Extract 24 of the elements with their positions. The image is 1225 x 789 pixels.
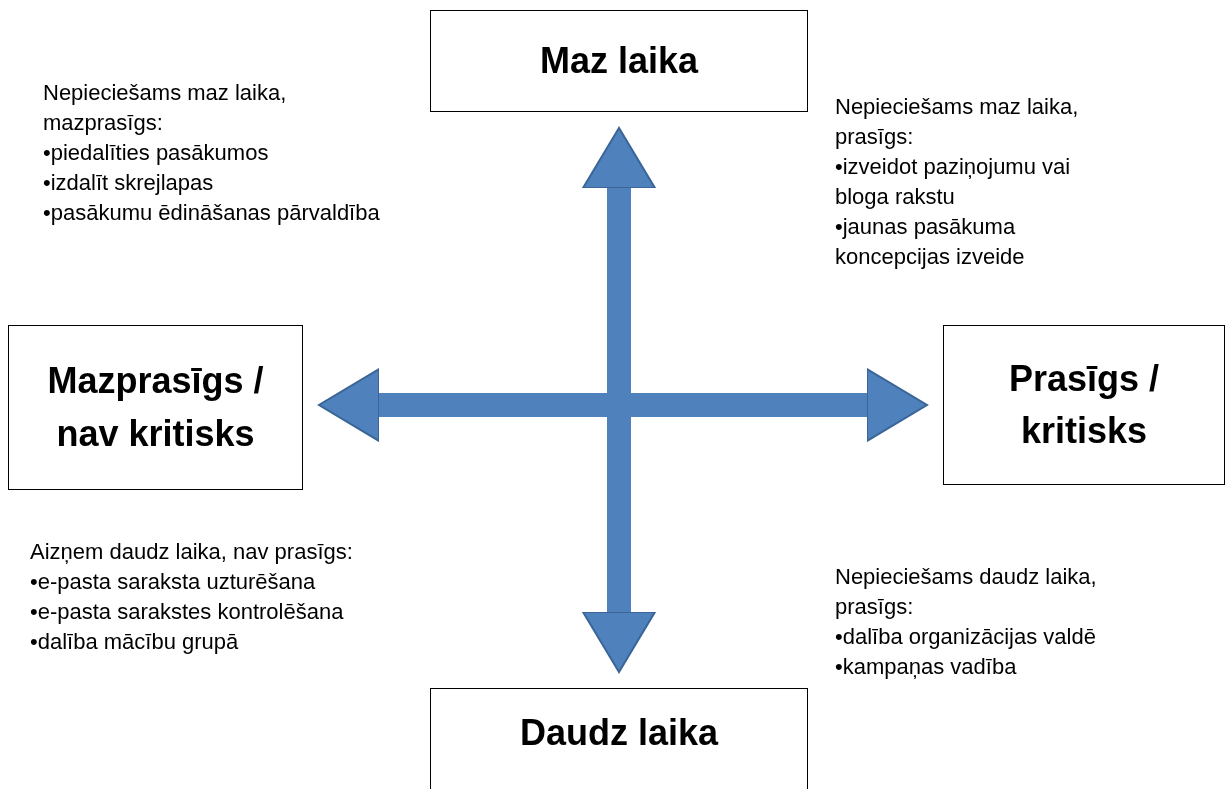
double-arrow [318, 368, 928, 442]
quadrant-heading: Nepieciešams maz laika, prasīgs: [835, 93, 1080, 151]
requirement-box [8, 325, 303, 490]
box-label: Daudz laika [519, 710, 719, 755]
quadrant-heading: Nepieciešams daudz laika, prasīgs: [835, 563, 1098, 621]
bullet-item: •kampaņas vadība [835, 653, 1017, 681]
requirement-box [943, 325, 1225, 485]
double-arrow [582, 127, 656, 673]
box-label: Mazprasīgs / nav kritisks [46, 359, 265, 456]
box-label: Maz laika [539, 38, 699, 83]
box-label: Prasīgs / kritisks [1007, 356, 1161, 453]
time-box [430, 10, 808, 112]
bullet-item: •e-pasta sarakstes kontrolēšana [30, 598, 344, 626]
bullet-item: •jaunas pasākuma koncepcijas izveide [835, 213, 1026, 271]
time-box [430, 688, 808, 789]
bullet-item: •izveidot paziņojumu vai bloga rakstu [835, 153, 1072, 211]
quadrant-heading: Nepieciešams maz laika, mazprasīgs: [43, 79, 288, 137]
quadrant-heading: Aizņem daudz laika, nav prasīgs: [30, 538, 353, 566]
bullet-item: •pasākumu ēdināšanas pārvaldība [43, 199, 380, 227]
bullet-item: •izdalīt skrejlapas [43, 169, 214, 197]
bullet-item: •piedalīties pasākumos [43, 139, 269, 167]
bullet-item: •dalība mācību grupā [30, 628, 239, 656]
bullet-item: •dalība organizācijas valdē [835, 623, 1096, 651]
bullet-item: •e-pasta saraksta uzturēšana [30, 568, 316, 596]
